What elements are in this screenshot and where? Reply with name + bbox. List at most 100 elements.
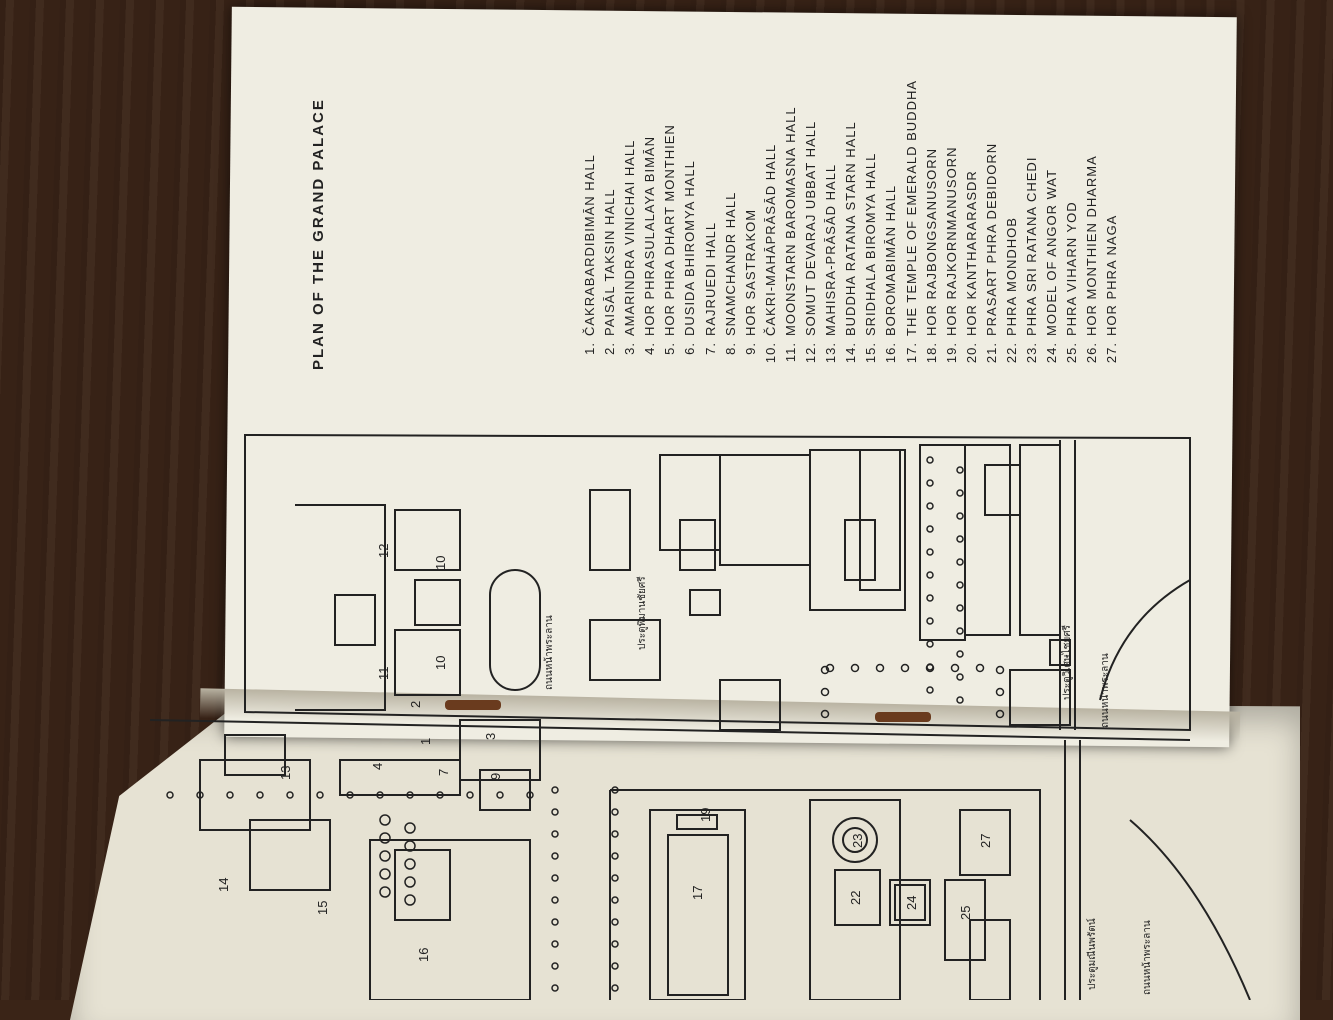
building-outline xyxy=(339,759,461,796)
legend-label: DUSIDA BHIROMYA HALL xyxy=(682,160,698,336)
tree-dot xyxy=(404,822,416,834)
temple-17 xyxy=(649,809,746,1000)
building-outline xyxy=(369,839,531,1000)
legend: PLAN OF THE GRAND PALACE 1.ČAKRABARDIBIM… xyxy=(250,20,1119,380)
legend-number: 26. xyxy=(1084,342,1100,364)
tree-dot xyxy=(496,791,504,799)
building-outline xyxy=(659,454,721,551)
thai-road-label: ถนนหน้าพระลาน xyxy=(1141,920,1153,995)
tree-dot xyxy=(551,896,559,904)
tree-dot xyxy=(956,581,964,589)
tree-dot xyxy=(956,696,964,704)
building-outline xyxy=(394,629,461,696)
legend-label: HOR PHRA NAGA xyxy=(1104,214,1120,336)
legend-item: 6.DUSIDA BHIROMYA HALL xyxy=(680,80,700,368)
tree-dot xyxy=(611,896,619,904)
map-label-22: 22 xyxy=(848,891,863,905)
legend-item: 27. HOR PHRA NAGA xyxy=(1102,80,1122,368)
legend-number: 19. xyxy=(943,342,959,364)
legend-number: 1. xyxy=(582,342,597,355)
legend-item: 26. HOR MONTHIEN DHARMA xyxy=(1082,80,1102,368)
legend-number: 14. xyxy=(843,342,859,364)
tree-dot xyxy=(404,894,416,906)
building-outline xyxy=(984,464,1021,516)
map-label-1: 1 xyxy=(418,738,433,745)
tree-dot xyxy=(926,479,934,487)
map-label-7: 7 xyxy=(436,769,451,776)
map-label-15: 15 xyxy=(315,901,330,915)
legend-number: 24. xyxy=(1044,342,1060,364)
tree-dot xyxy=(286,791,294,799)
legend-number: 27. xyxy=(1104,342,1120,364)
tree-dot xyxy=(551,808,559,816)
building-outline xyxy=(224,734,286,776)
legend-item: 10.ČAKRI-MAHĀPRĀSĀD HALL xyxy=(761,80,781,368)
legend-label: THE TEMPLE OF EMERALD BUDDHA xyxy=(903,79,919,336)
building-outline xyxy=(809,449,906,611)
staple xyxy=(875,712,931,722)
gate-tower xyxy=(1009,669,1071,726)
map-label-17: 17 xyxy=(690,886,705,900)
legend-item: 20.HOR KANTHARARASDR xyxy=(962,80,982,368)
map-frame xyxy=(149,719,1191,741)
building-outline xyxy=(719,454,811,566)
tree-dot xyxy=(551,786,559,794)
legend-label: HOR KANTHARARASDR xyxy=(963,170,979,336)
tree-dot xyxy=(926,456,934,464)
tree-dot xyxy=(611,808,619,816)
legend-number: 7. xyxy=(702,342,718,355)
tree-dot xyxy=(611,918,619,926)
legend-label: HOR MONTHIEN DHARMA xyxy=(1084,155,1100,336)
map-label-25: 25 xyxy=(958,906,973,920)
legend-label: HOR PHRA DHART MONTHIEN xyxy=(662,124,678,336)
legend-item: 23.PHRA SRI RATANA CHEDI xyxy=(1022,80,1042,368)
tree-dot xyxy=(820,665,830,675)
tree-dot xyxy=(379,814,391,826)
legend-item: 22.PHRA MONDHOB xyxy=(1002,80,1022,368)
tree-dot xyxy=(926,617,934,625)
legend-number: 2. xyxy=(602,342,618,355)
legend-item: 14.BUDDHA RATANA STARN HALL xyxy=(841,80,861,368)
thai-road-label: ถนนหน้าพระลาน xyxy=(1099,653,1111,728)
tree-dot xyxy=(956,466,964,474)
legend-item: 15.SRIDHALA BIROMYA HALL xyxy=(861,80,881,368)
legend-item: 19.HOR RAJKORNMANUSORN xyxy=(942,80,962,368)
thai-gate-label: ประตูพิมานชัยศรี xyxy=(636,576,648,650)
legend-item: 3.AMARINDRA VINICHAI HALL xyxy=(620,80,640,368)
legend-item: 2.PAISĀL TAKSIN HALL xyxy=(600,80,620,368)
map-label-9: 9 xyxy=(488,773,503,780)
legend-item: 24.MODEL OF ANGOR WAT xyxy=(1042,80,1062,368)
legend-label: HOR SASTRAKOM xyxy=(742,208,758,336)
tree-dot xyxy=(436,791,444,799)
tree-dots xyxy=(166,456,1005,992)
tree-dot xyxy=(404,858,416,870)
tree-dot xyxy=(256,791,264,799)
building-outline xyxy=(959,809,1011,876)
map-label-24: 24 xyxy=(904,896,919,910)
building-outline xyxy=(676,814,718,830)
tree-dot xyxy=(226,791,234,799)
courtyard-pond xyxy=(489,569,541,691)
legend-number: 13. xyxy=(823,342,839,364)
tree-dot xyxy=(611,852,619,860)
tree-dot xyxy=(551,918,559,926)
building-outline xyxy=(679,519,716,571)
tree-dot xyxy=(551,852,559,860)
tree-dot xyxy=(995,687,1005,697)
legend-item: 8.SNAMCHANDR HALL xyxy=(721,80,741,368)
legend-item: 4.HOR PHRASULALAYA BIMĀN xyxy=(640,80,660,368)
building-outline xyxy=(859,449,901,591)
temple-wall xyxy=(609,789,1041,1000)
legend-label: PHRA VIHARN YOD xyxy=(1064,201,1080,336)
staple xyxy=(445,700,501,710)
legend-item: 9.HOR SASTRAKOM xyxy=(741,80,761,368)
map-frame xyxy=(244,433,1191,732)
legend-label: SOMUT DEVARAJ UBBAT HALL xyxy=(803,120,819,336)
road-curve xyxy=(1099,579,1191,701)
tree-dot xyxy=(875,663,885,673)
tree-dot xyxy=(196,791,204,799)
tree-dot xyxy=(551,830,559,838)
building-outline xyxy=(964,444,1011,636)
tree-dot xyxy=(611,786,619,794)
